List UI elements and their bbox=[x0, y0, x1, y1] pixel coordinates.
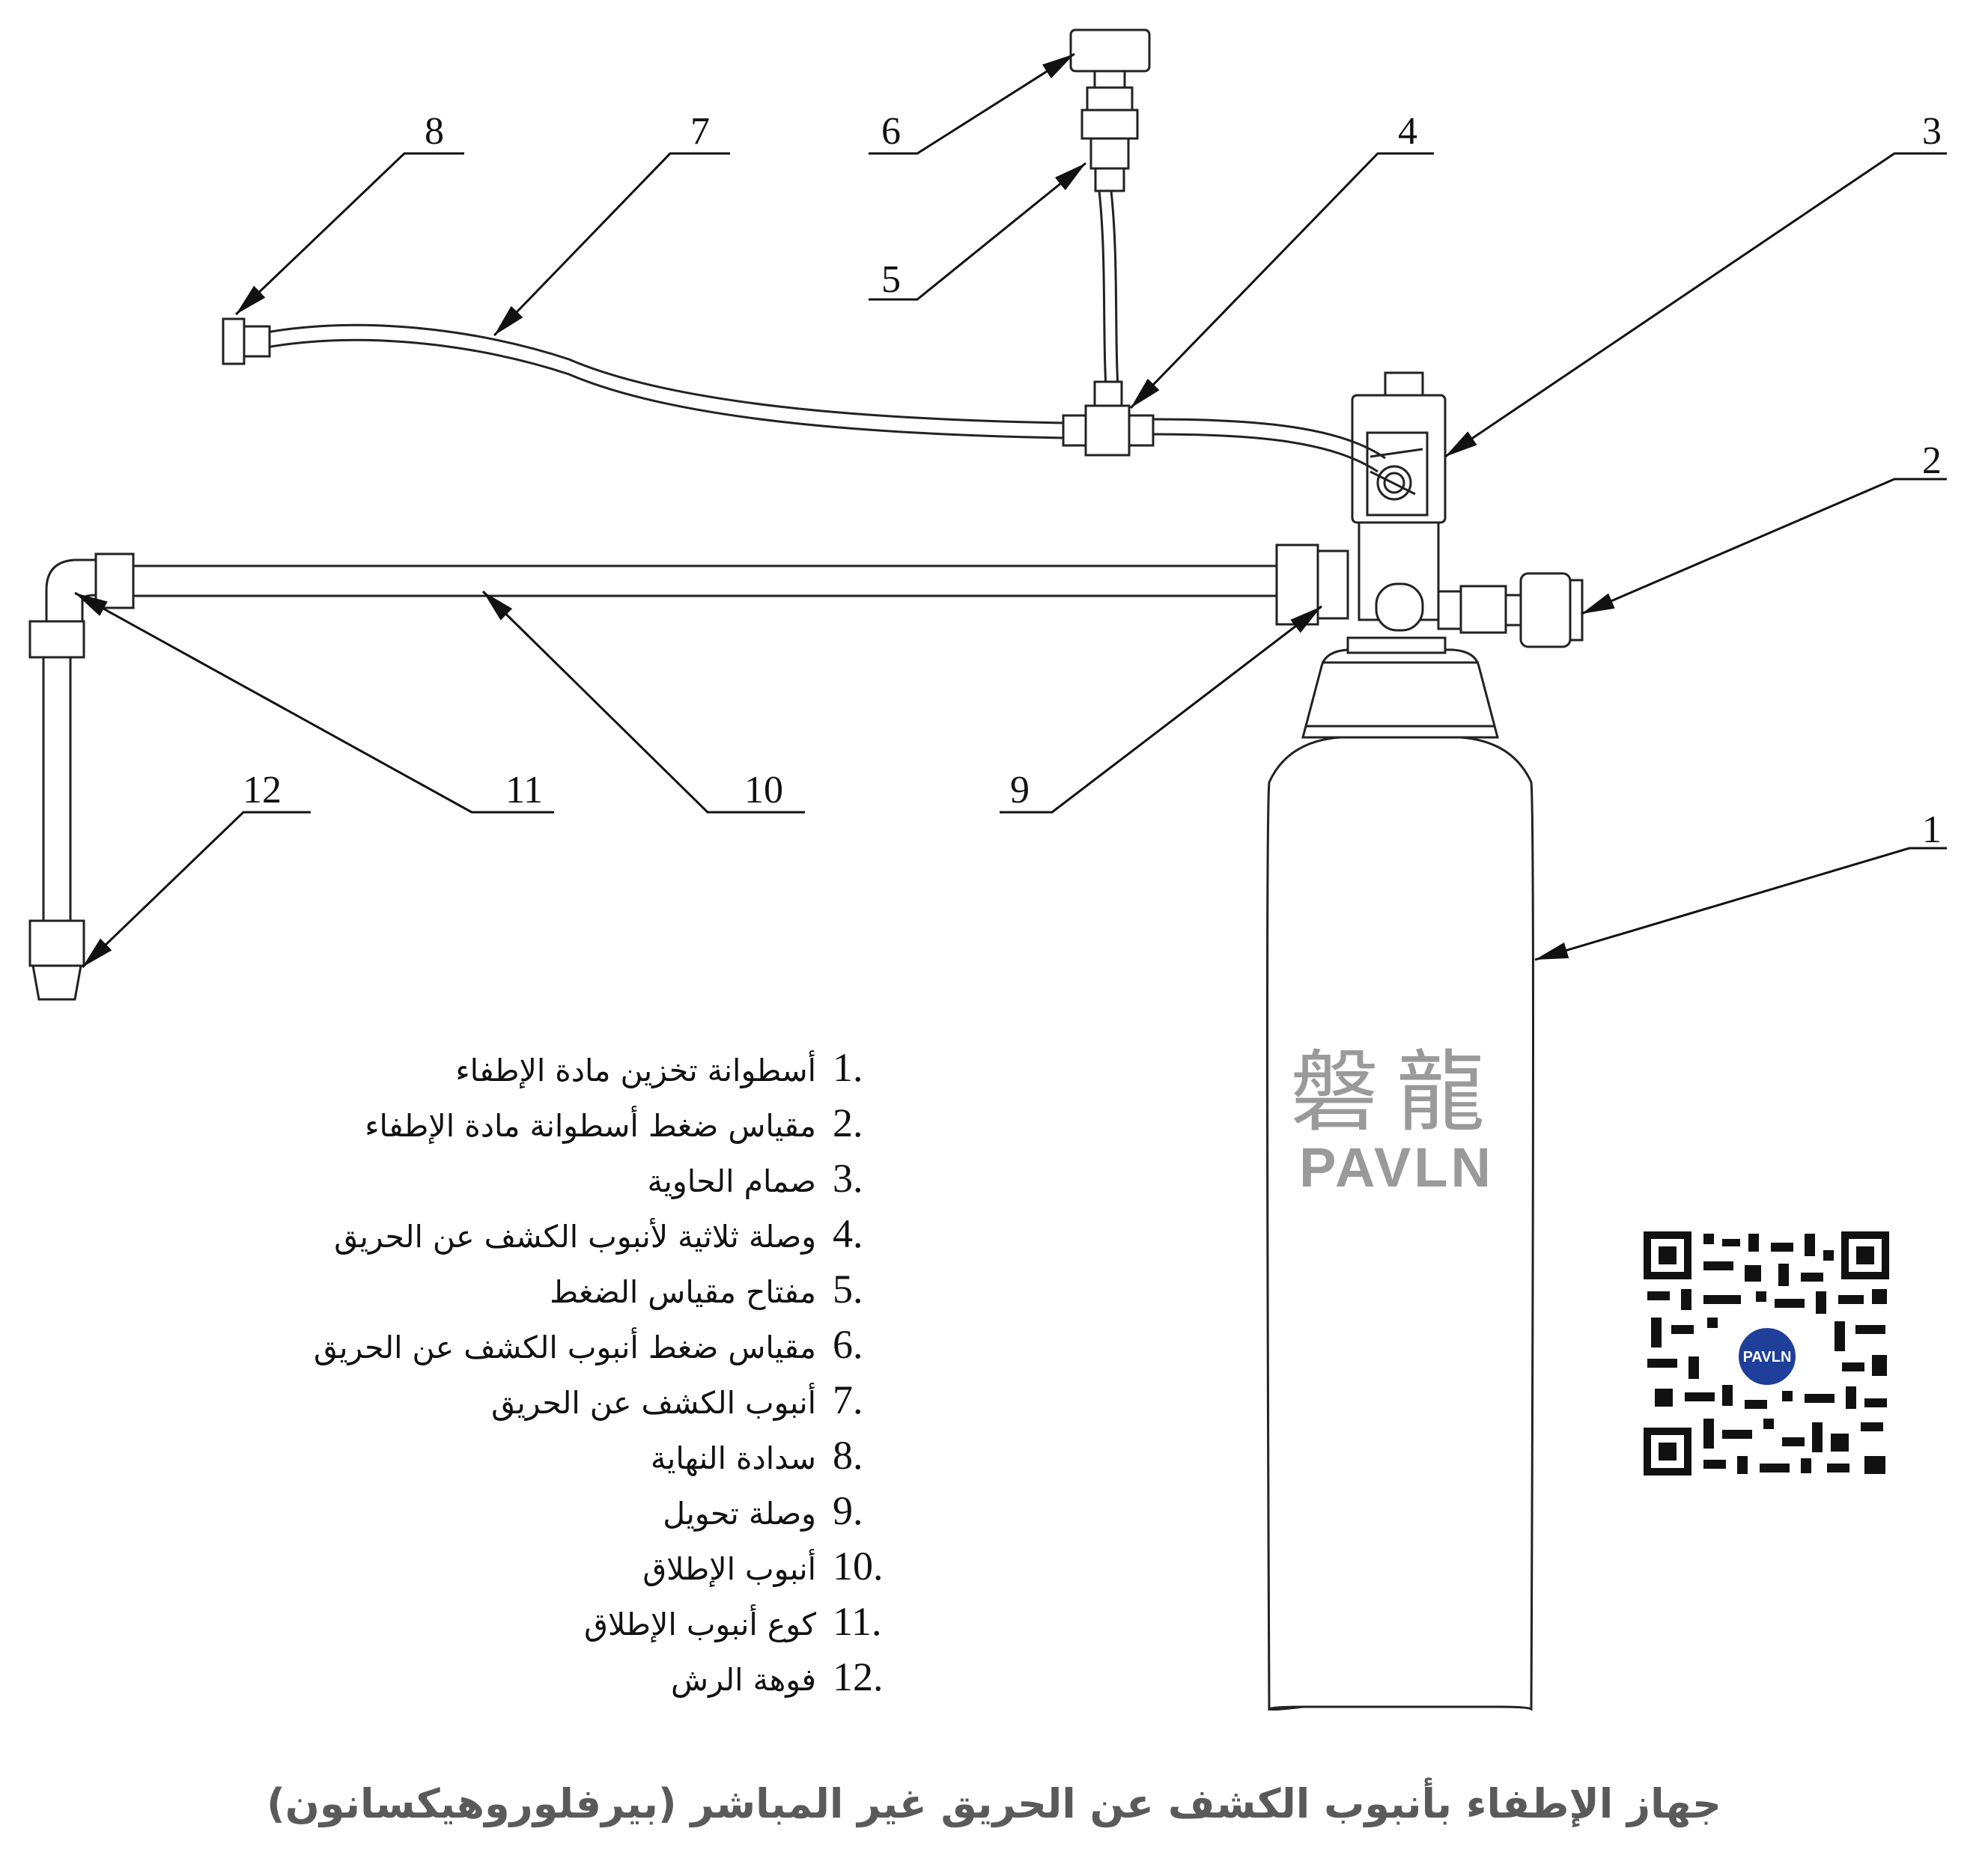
callout-2: 2 bbox=[1922, 439, 1942, 482]
qr-code: PAVLN bbox=[1640, 1228, 1893, 1479]
legend-item: 6. مقياس ضغط أنبوب الكشف عن الحريق bbox=[210, 1321, 914, 1377]
callout-11: 11 bbox=[505, 769, 543, 811]
legend-text: مقياس ضغط أسطوانة مادة الإطفاء bbox=[365, 1108, 816, 1144]
legend-number: 11. bbox=[833, 1599, 882, 1644]
release-pipe bbox=[28, 552, 1278, 1001]
parts-legend: 1. أسطوانة تخزين مادة الإطفاء 2. مقياس ضغط… bbox=[210, 1044, 914, 1709]
callout-6: 6 bbox=[881, 110, 901, 153]
brand-logo: PAVLN bbox=[1299, 1136, 1494, 1199]
qr-badge-logo: PAVLN bbox=[1743, 1349, 1792, 1365]
legend-text: كوع أنبوب الإطلاق bbox=[584, 1606, 816, 1642]
callout-8: 8 bbox=[425, 110, 444, 153]
legend-text: مقياس ضغط أنبوب الكشف عن الحريق bbox=[313, 1330, 816, 1365]
callout-5: 5 bbox=[881, 258, 901, 301]
legend-item: 1. أسطوانة تخزين مادة الإطفاء bbox=[210, 1044, 914, 1100]
legend-number: 10. bbox=[833, 1544, 884, 1589]
callout-leaders bbox=[74, 52, 1947, 969]
legend-item: 3. صمام الحاوية bbox=[210, 1155, 914, 1210]
callout-labels: 1 2 3 4 5 6 7 8 9 10 11 12 bbox=[243, 110, 1942, 851]
legend-number: 8. bbox=[833, 1433, 863, 1478]
callout-4: 4 bbox=[1398, 110, 1417, 153]
legend-number: 7. bbox=[833, 1377, 863, 1422]
detection-tube bbox=[258, 190, 1386, 473]
legend-item: 4. وصلة ثلاثية لأنبوب الكشف عن الحريق bbox=[210, 1210, 914, 1266]
legend-number: 4. bbox=[833, 1211, 863, 1256]
legend-number: 12. bbox=[833, 1654, 884, 1699]
legend-number: 1. bbox=[833, 1045, 863, 1090]
legend-text: صمام الحاوية bbox=[647, 1163, 816, 1199]
legend-text: فوهة الرش bbox=[671, 1662, 816, 1698]
callout-1: 1 bbox=[1922, 808, 1942, 851]
legend-text: مفتاح مقياس الضغط bbox=[550, 1274, 816, 1310]
legend-text: أسطوانة تخزين مادة الإطفاء bbox=[455, 1053, 816, 1088]
callout-9: 9 bbox=[1010, 769, 1030, 811]
legend-item: 9. وصلة تحويل bbox=[210, 1487, 914, 1543]
legend-item: 8. سدادة النهاية bbox=[210, 1432, 914, 1487]
legend-text: أنبوب الإطلاق bbox=[642, 1551, 816, 1587]
legend-item: 7. أنبوب الكشف عن الحريق bbox=[210, 1377, 914, 1432]
diagram-title: جهاز الإطفاء بأنبوب الكشف عن الحريق غير … bbox=[267, 1780, 1721, 1827]
legend-item: 11. كوع أنبوب الإطلاق bbox=[210, 1598, 914, 1654]
legend-item: 12. فوهة الرش bbox=[210, 1654, 914, 1709]
legend-number: 6. bbox=[833, 1322, 863, 1367]
legend-item: 5. مفتاح مقياس الضغط bbox=[210, 1266, 914, 1321]
legend-text: سدادة النهاية bbox=[650, 1440, 816, 1476]
legend-text: وصلة ثلاثية لأنبوب الكشف عن الحريق bbox=[334, 1219, 816, 1255]
legend-item: 2. مقياس ضغط أسطوانة مادة الإطفاء bbox=[210, 1100, 914, 1155]
tube-fittings bbox=[222, 28, 1155, 457]
legend-number: 3. bbox=[833, 1156, 863, 1201]
legend-number: 2. bbox=[833, 1100, 863, 1145]
callout-10: 10 bbox=[744, 769, 783, 811]
legend-text: أنبوب الكشف عن الحريق bbox=[491, 1385, 816, 1421]
brand-chinese: 磐龍 bbox=[1290, 1041, 1503, 1144]
cylinder: 磐龍 PAVLN bbox=[1266, 648, 1534, 1711]
callout-7: 7 bbox=[690, 110, 710, 153]
legend-number: 5. bbox=[833, 1267, 863, 1312]
legend-text: وصلة تحويل bbox=[663, 1496, 816, 1532]
legend-item: 10. أنبوب الإطلاق bbox=[210, 1543, 914, 1598]
callout-3: 3 bbox=[1922, 110, 1942, 153]
container-valve bbox=[1275, 371, 1584, 654]
legend-number: 9. bbox=[833, 1488, 863, 1533]
callout-12: 12 bbox=[243, 769, 282, 811]
